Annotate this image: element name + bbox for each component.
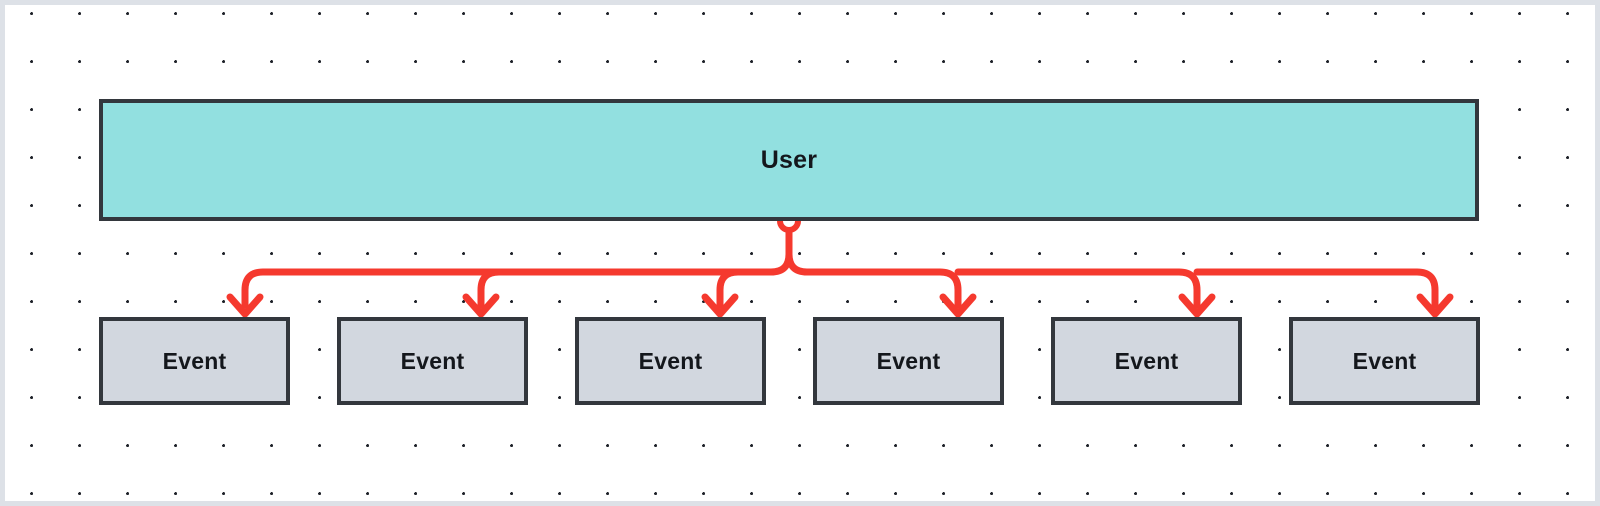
arrowhead-2	[462, 293, 500, 318]
node-user[interactable]: User	[99, 99, 1479, 221]
node-event-2[interactable]: Event	[337, 317, 528, 405]
dot-grid-background	[5, 5, 1595, 501]
node-event-label: Event	[1114, 347, 1179, 374]
node-event-1[interactable]: Event	[99, 317, 290, 405]
node-event-label: Event	[876, 347, 941, 374]
node-event-4[interactable]: Event	[813, 317, 1004, 405]
edge-branch-4	[785, 250, 962, 309]
edge-layer	[226, 209, 1454, 318]
arrowhead-5	[1178, 293, 1216, 318]
node-user-label: User	[760, 145, 818, 174]
node-event-3[interactable]: Event	[575, 317, 766, 405]
node-event-label: Event	[162, 347, 227, 374]
edge-branch-6	[1193, 268, 1439, 309]
node-event-label: Event	[638, 347, 703, 374]
arrowhead-4	[939, 293, 977, 318]
node-event-5[interactable]: Event	[1051, 317, 1242, 405]
edge-branch-2	[477, 268, 503, 309]
edge-branch-3	[716, 268, 742, 309]
node-event-label: Event	[1352, 347, 1417, 374]
arrowhead-3	[701, 293, 739, 318]
arrowhead-1	[226, 293, 264, 318]
node-event-6[interactable]: Event	[1289, 317, 1480, 405]
node-event-label: Event	[400, 347, 465, 374]
edge-branch-1	[241, 250, 793, 309]
arrowhead-6	[1416, 293, 1454, 318]
edge-branch-5	[954, 268, 1201, 309]
